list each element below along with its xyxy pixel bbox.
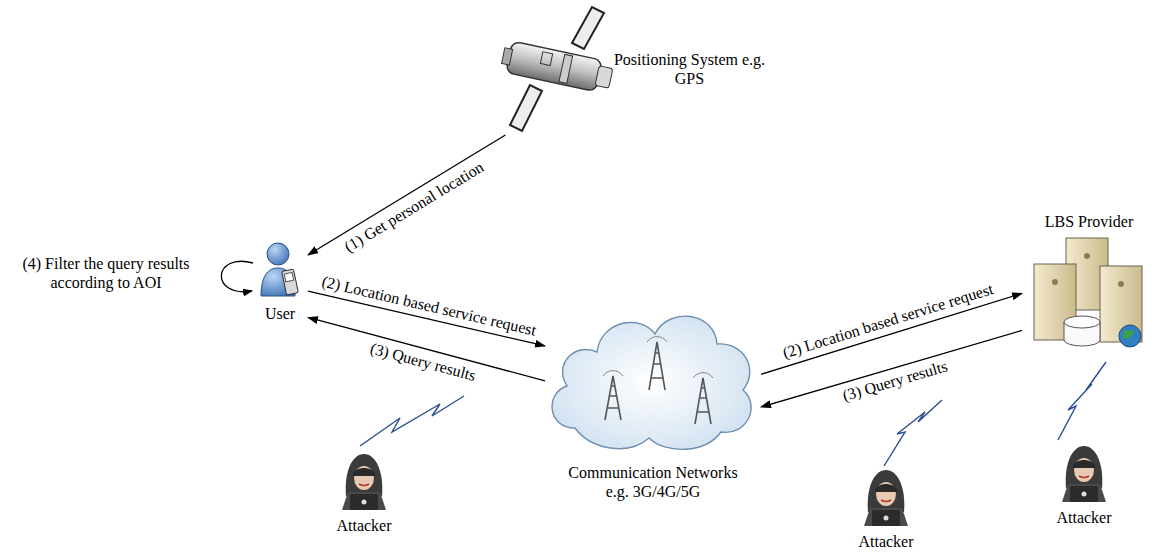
edge-label: (3) Query results — [367, 339, 480, 385]
edge-label: (2) Location based service request — [778, 280, 997, 363]
annotation-text: (4) Filter the query results according t… — [6, 254, 206, 292]
attacker-icon: Attacker — [850, 468, 922, 554]
edge-label: (3) Query results — [839, 357, 952, 406]
network-cloud: Communication Networks e.g. 3G/4G/5G — [545, 298, 761, 516]
self-loop-arrow — [221, 261, 253, 291]
node-label: User — [252, 304, 308, 323]
node-label: Attacker — [328, 516, 400, 535]
edge-label: (1) Get personal location — [340, 157, 489, 257]
servers-icon — [1030, 236, 1150, 356]
connector-arrow — [308, 135, 505, 255]
attack-bolt — [360, 396, 464, 446]
attacker-icon: Attacker — [1048, 444, 1120, 530]
positioning-system: Positioning System e.g. GPS — [500, 5, 770, 135]
connector-arrow — [761, 293, 1022, 374]
attacker-icon: Attacker — [328, 452, 400, 538]
user-icon — [258, 240, 302, 302]
attacker-icon — [862, 468, 910, 528]
node-label: Positioning System e.g. GPS — [612, 50, 767, 88]
sat-icon — [500, 5, 615, 135]
user-icon: User — [252, 240, 308, 328]
attacker-icon — [340, 452, 388, 512]
cloud-icon — [545, 298, 761, 458]
attack-bolt — [884, 400, 942, 466]
node-label: Attacker — [1048, 508, 1120, 527]
lbs-provider: LBS Provider — [1022, 212, 1156, 360]
attack-bolt — [1058, 362, 1106, 440]
node-label: Communication Networks e.g. 3G/4G/5G — [560, 463, 746, 501]
node-label: LBS Provider — [1022, 212, 1156, 231]
node-label: Attacker — [850, 532, 922, 551]
attacker-icon — [1060, 444, 1108, 504]
